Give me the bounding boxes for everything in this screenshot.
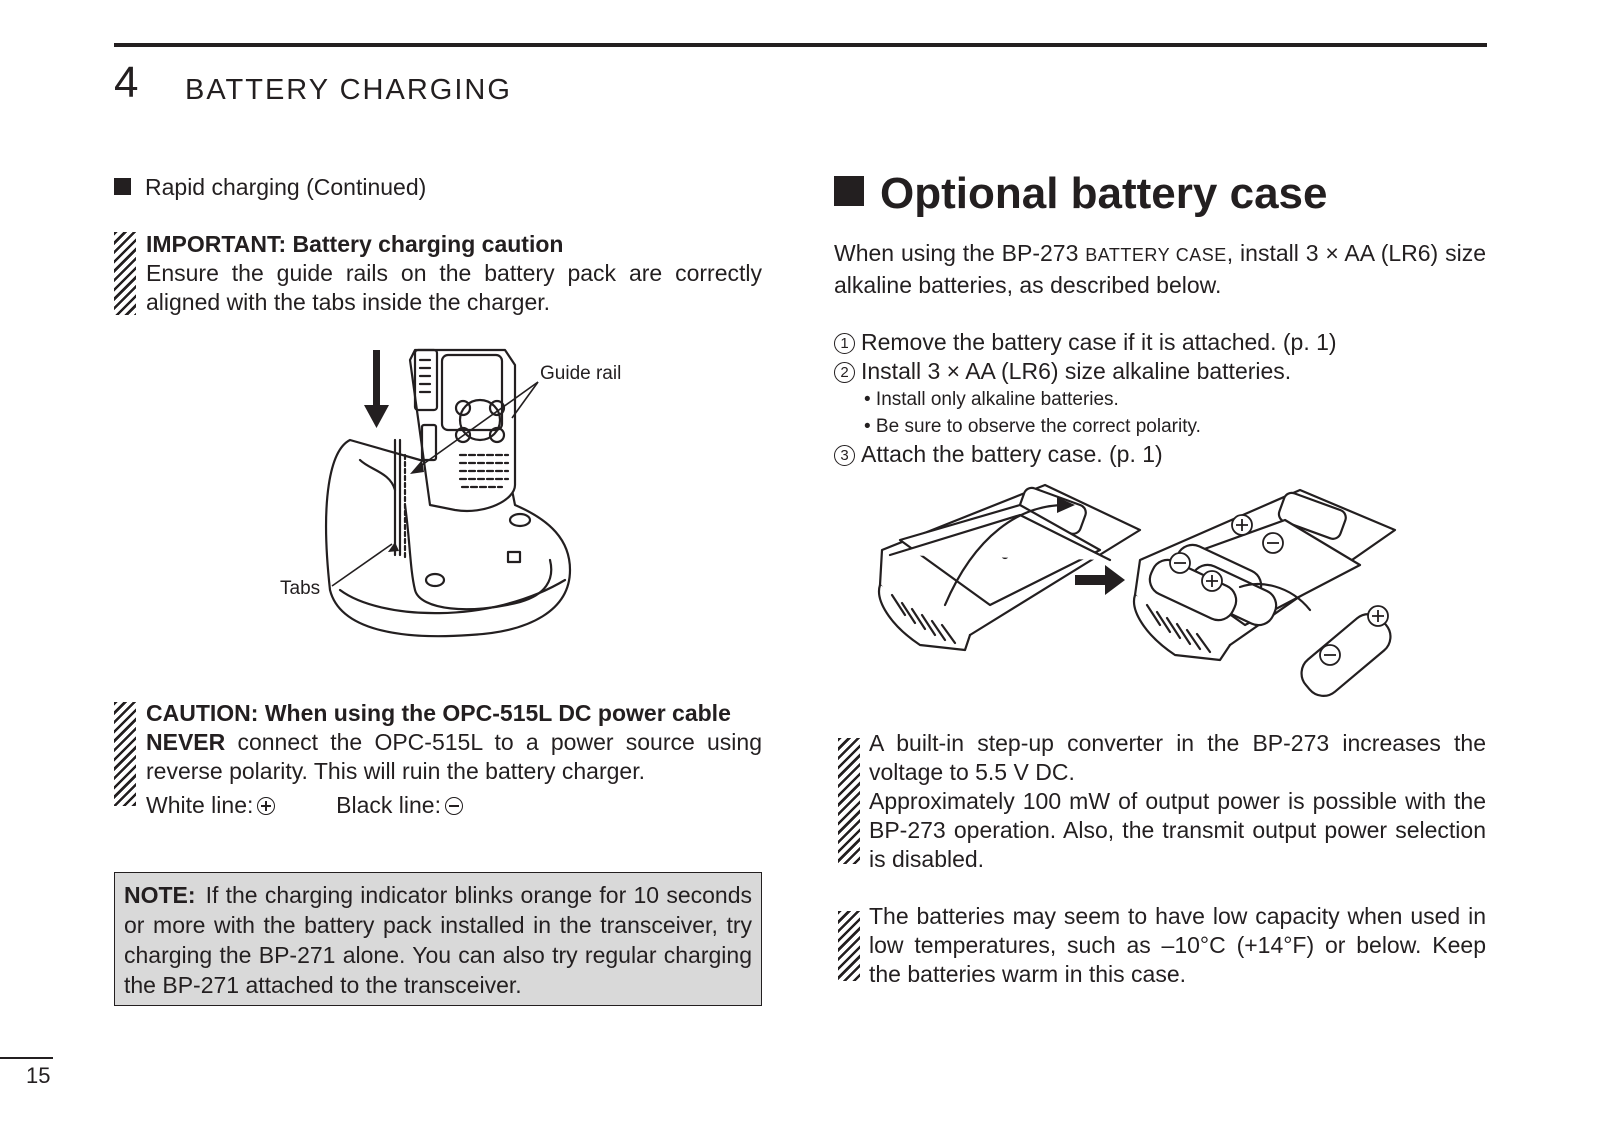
chapter-title: BATTERY CHARGING xyxy=(185,74,512,106)
important-title: IMPORTANT: Battery charging caution xyxy=(146,231,564,257)
step-bullet: • Install only alkaline batteries. xyxy=(864,389,1119,410)
footer-rule xyxy=(0,1057,53,1059)
output-power-note: Approximately 100 mW of output power is … xyxy=(869,788,1486,872)
low-temperature-note: The batteries may seem to have low capac… xyxy=(869,903,1486,987)
caution-title: CAUTION: When using the OPC-515L DC powe… xyxy=(146,700,731,726)
square-bullet-icon xyxy=(114,178,131,195)
section-continued-heading: Rapid charging (Continued) xyxy=(114,172,426,202)
page-number: 15 xyxy=(26,1063,51,1088)
converter-note: A built-in step-up converter in the BP-2… xyxy=(869,730,1486,785)
note-label: NOTE: xyxy=(124,882,196,908)
optional-battery-case-heading: Optional battery case xyxy=(834,168,1327,220)
guide-rail-label: Guide rail xyxy=(540,363,621,384)
tabs-label: Tabs xyxy=(280,578,320,599)
caution-text: NEVER connect the OPC-515L to a power so… xyxy=(146,729,762,784)
caution-dc-cable-block: CAUTION: When using the OPC-515L DC powe… xyxy=(146,699,762,820)
black-line-label: Black line: xyxy=(336,792,441,818)
important-text: Ensure the guide rails on the battery pa… xyxy=(146,260,762,315)
battery-case-intro: When using the BP-273 BATTERY CASE, inst… xyxy=(834,240,1486,298)
top-rule xyxy=(114,43,1487,47)
low-temperature-note-block: The batteries may seem to have low capac… xyxy=(869,902,1486,989)
chapter-number: 4 xyxy=(114,58,139,107)
note-text: If the charging indicator blinks orange … xyxy=(124,882,752,998)
square-bullet-icon xyxy=(834,176,864,206)
caution-hatch-icon xyxy=(114,702,136,806)
caution-hatch-icon xyxy=(114,232,136,315)
note-hatch-icon xyxy=(838,738,860,864)
note-box: NOTE:If the charging indicator blinks or… xyxy=(114,872,762,1006)
polarity-line: White line: Black line: xyxy=(146,791,762,820)
plus-circle-icon xyxy=(257,797,276,815)
battery-case-figure xyxy=(877,483,1397,697)
caution-never: NEVER xyxy=(146,729,226,755)
converter-note-block: A built-in step-up converter in the BP-2… xyxy=(869,729,1486,874)
step-bullet: • Be sure to observe the correct polarit… xyxy=(864,416,1201,437)
charger-figure: Guide rail Tabs xyxy=(280,348,621,638)
minus-circle-icon xyxy=(444,797,463,815)
important-caution-block: IMPORTANT: Battery charging caution Ensu… xyxy=(146,230,762,317)
note-hatch-icon xyxy=(838,911,860,981)
white-line-label: White line: xyxy=(146,792,254,818)
